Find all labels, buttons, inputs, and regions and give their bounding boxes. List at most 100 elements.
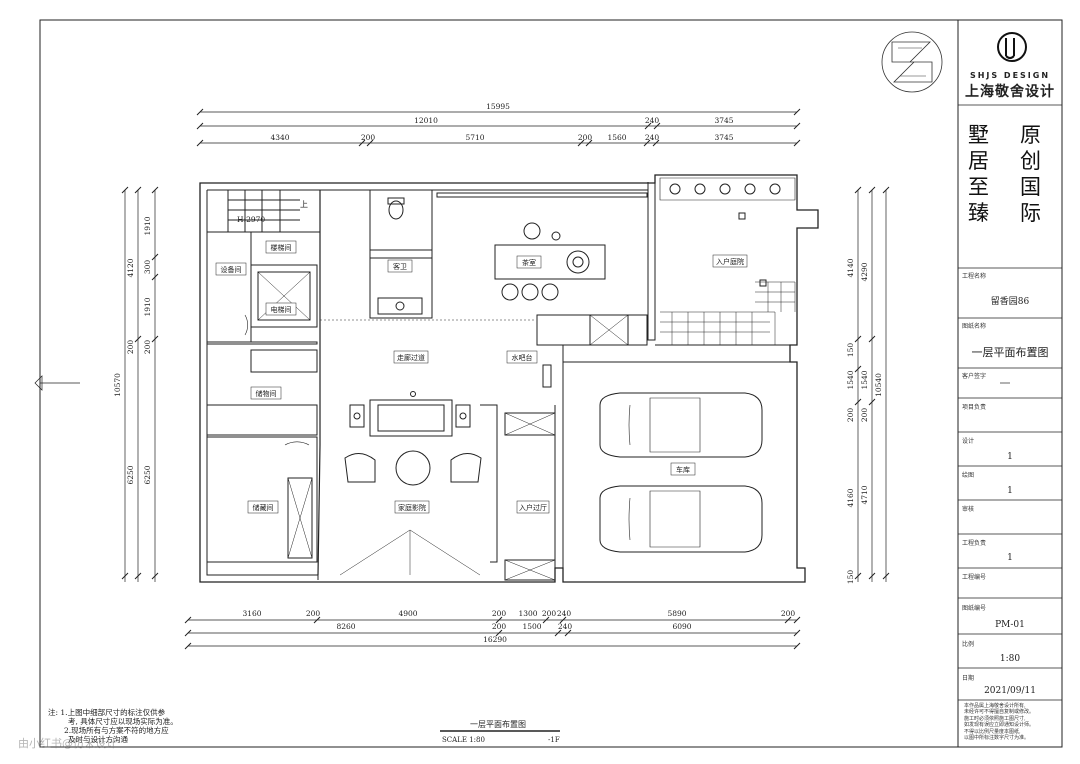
- note-line: 2.现场所有与方案不符的地方应: [64, 726, 169, 735]
- dim-top-total: 15995: [486, 102, 510, 111]
- dim-right-inner-3: 200: [846, 408, 855, 423]
- dim-top-row-6: 3745: [714, 133, 733, 142]
- water-bar-entry: [504, 314, 648, 582]
- slogan-left-column: 墅 居 至 臻: [968, 122, 994, 226]
- label-tea-room: 茶室: [522, 258, 536, 267]
- dim-bottom-row-4: 1300: [518, 609, 537, 618]
- title-block-lines: [958, 104, 1062, 701]
- plan-scale: SCALE 1:80: [442, 736, 485, 744]
- dim-left-inner-2: 1910: [143, 297, 152, 316]
- project-lead-label: 项目负责: [962, 404, 987, 411]
- client-sign-label: 客户签字: [962, 373, 987, 380]
- dimension-ticks: [121, 108, 890, 650]
- dim-bottom-row-1: 200: [306, 609, 321, 618]
- label-garage: 车库: [676, 465, 690, 474]
- company-name: 上海敬舍设计: [965, 84, 1055, 100]
- car-icon-2: [599, 485, 763, 553]
- disclaimer-line: 以图中所标注数字尺寸为准。: [964, 735, 1030, 742]
- label-entry-courtyard: 入户庭院: [716, 257, 744, 266]
- dim-bottom-row-7: 5890: [667, 609, 686, 618]
- dim-right-inner-1: 150: [846, 343, 855, 358]
- logo-subtitle: SHJS DESIGN: [969, 71, 1051, 80]
- label-equipment-room: 设备间: [221, 265, 242, 274]
- sheet-border: [39, 19, 1063, 748]
- general-notes: 注: 1.上图中细部尺寸的标注仅供参 考, 具体尺寸应以现场实际为准。 2.现场…: [48, 708, 178, 744]
- family-cinema-furniture: [320, 319, 535, 576]
- slogan-right-char: 际: [1020, 201, 1041, 225]
- slogan-left-char: 至: [968, 175, 989, 199]
- dim-left-inner-1: 300: [143, 260, 152, 275]
- dim-bottom-row-8: 200: [781, 609, 796, 618]
- dim-top-mid-1: 240: [645, 116, 660, 125]
- stair-up-mark: 上: [300, 200, 308, 209]
- eng-lead-value: 1: [1007, 553, 1013, 563]
- note-line: 及时与设计方沟通: [68, 735, 128, 744]
- dim-right-mid-1: 1540: [860, 370, 869, 389]
- label-water-bar: 水吧台: [512, 353, 533, 362]
- elevator-height-mark: H:2970: [237, 215, 265, 224]
- slogan-left-char: 墅: [968, 123, 989, 147]
- garage-area: [563, 361, 790, 553]
- tea-room-furniture: [436, 183, 656, 341]
- scale-label: 比例: [962, 641, 975, 648]
- dim-bottom-row-2: 4900: [398, 609, 417, 618]
- date-label: 日期: [962, 675, 975, 682]
- dim-left-inner-3: 200: [143, 340, 152, 355]
- dim-left-inner-4: 6250: [143, 465, 152, 484]
- label-guest-wc: 客卫: [393, 262, 407, 271]
- dim-bottom-row-3: 200: [492, 609, 507, 618]
- north-arrow-icon: [881, 31, 943, 93]
- plan-floor: -1F: [548, 736, 560, 744]
- vertical-dimension-texts: 1910 300 1910 200 6250 4120 200 6250 105…: [113, 216, 883, 584]
- watermark: 由小红书@仿米设计: [18, 737, 117, 750]
- review-label: 审核: [962, 506, 975, 513]
- slogan-left-char: 臻: [968, 201, 989, 225]
- dimension-texts: 15995 12010 240 3745 4340 200 5710 200 1…: [242, 102, 795, 644]
- dim-right-inner-5: 150: [846, 570, 855, 585]
- dim-right-inner-0: 4140: [846, 258, 855, 277]
- dim-top-mid-2: 3745: [714, 116, 733, 125]
- note-line: 考, 具体尺寸应以现场实际为准。: [68, 717, 178, 726]
- label-storage-room: 储物间: [256, 389, 277, 398]
- dim-top-row-3: 200: [578, 133, 593, 142]
- slogan-right-column: 原 创 国 际: [1020, 122, 1046, 226]
- eng-lead-label: 工程负责: [962, 540, 987, 547]
- dim-bottom-mid-1: 200: [492, 622, 507, 631]
- dim-left-mid-2: 6250: [126, 465, 135, 484]
- dim-right-mid-2: 200: [860, 408, 869, 423]
- slogan-right-char: 国: [1020, 175, 1041, 199]
- label-stair-room: 楼梯间: [271, 243, 292, 252]
- dim-right-mid-0: 4290: [860, 262, 869, 281]
- dim-top-row-0: 4340: [270, 133, 289, 142]
- slogan-left-char: 居: [968, 149, 989, 173]
- label-elevator-room: 电梯间: [271, 305, 292, 314]
- dim-bottom-row-5: 200: [542, 609, 557, 618]
- dim-left-total: 10570: [113, 373, 122, 397]
- dim-left-mid-0: 4120: [126, 258, 135, 277]
- dim-right-inner-4: 4160: [846, 488, 855, 507]
- dim-top-row-2: 5710: [465, 133, 484, 142]
- room-labels: 楼梯间 设备间 电梯间 储物间 储藏间 客卫 茶室 走廊过道 水吧台 家庭影院 …: [215, 215, 748, 514]
- label-entry-passage: 入户过厅: [519, 503, 547, 512]
- disclaimer-line: 施工时必须依照施工图尺寸,: [964, 715, 1026, 722]
- dim-bottom-row-0: 3160: [242, 609, 261, 618]
- project-name-label: 工程名称: [962, 273, 987, 280]
- dim-bottom-mid-0: 8260: [336, 622, 355, 631]
- dim-top-row-4: 1560: [607, 133, 626, 142]
- date-value: 2021/09/11: [984, 686, 1036, 696]
- dim-top-mid-0: 12010: [414, 116, 438, 125]
- label-corridor: 走廊过道: [397, 353, 425, 362]
- drawing-name: 一层平面布置图: [971, 346, 1049, 359]
- sheet-no: PM-01: [995, 620, 1025, 630]
- design-value: 1: [1007, 452, 1013, 462]
- dim-bottom-total: 16290: [483, 635, 507, 644]
- disclaimer-line: 未经许可不得擅自复制或修改。: [964, 709, 1035, 716]
- dim-bottom-mid-2: 1500: [522, 622, 541, 631]
- company-logo: [997, 32, 1027, 62]
- project-name: 留香园86: [990, 297, 1030, 307]
- slogan-right-char: 创: [1020, 149, 1041, 173]
- design-label: 设计: [962, 438, 975, 445]
- label-family-cinema: 家庭影院: [398, 503, 426, 512]
- disclaimer: 本作品属上海敬舍设计所有, 未经许可不得擅自复制或修改。 施工时必须依照施工图尺…: [964, 703, 1060, 741]
